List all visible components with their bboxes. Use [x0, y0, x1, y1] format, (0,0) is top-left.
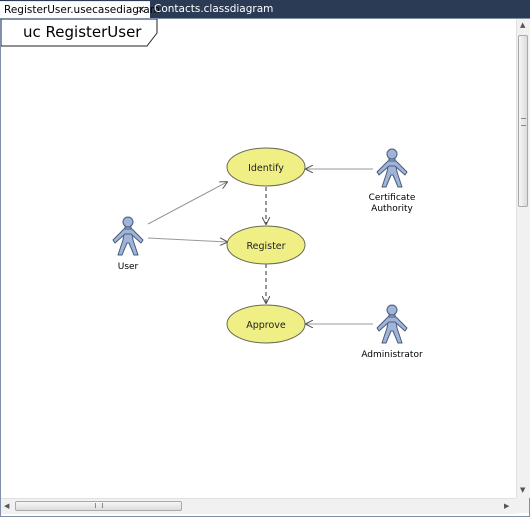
actor-certificate-authority[interactable]: Certificate Authority: [369, 148, 416, 214]
scroll-left-arrow-icon[interactable]: ◀: [4, 502, 10, 510]
tab-registeruser-usecasediagram[interactable]: RegisterUser.usecasediagram ✕: [0, 1, 160, 19]
scroll-right-arrow-icon[interactable]: ▶: [504, 502, 510, 510]
diagram-canvas[interactable]: uc RegisterUser Identify Register Approv…: [1, 19, 515, 498]
vertical-scrollbar[interactable]: ▲ ▼: [516, 19, 530, 498]
scrollbar-corner: [516, 498, 529, 513]
actor-label: Authority: [371, 204, 413, 214]
document-tab-bar: RegisterUser.usecasediagram ✕ Contacts.c…: [0, 0, 530, 19]
use-case-register[interactable]: Register: [226, 225, 306, 265]
actor-label: User: [118, 262, 139, 272]
use-case-approve[interactable]: Approve: [226, 304, 306, 344]
actor-label: Administrator: [361, 350, 423, 360]
vertical-scroll-thumb[interactable]: [518, 35, 528, 207]
scroll-up-arrow-icon[interactable]: ▲: [520, 21, 526, 29]
tab-label: Contacts.classdiagram: [154, 3, 274, 15]
horizontal-scroll-thumb[interactable]: [15, 501, 182, 511]
actor-label: Certificate: [369, 193, 416, 203]
tab-label: RegisterUser.usecasediagram: [4, 4, 160, 16]
grip-icon: [521, 118, 526, 126]
use-case-identify[interactable]: Identify: [226, 147, 306, 187]
horizontal-scrollbar[interactable]: ◀ ▶: [1, 498, 516, 514]
stick-figure-icon: [112, 216, 144, 256]
stick-figure-icon: [376, 304, 408, 344]
scroll-down-arrow-icon[interactable]: ▼: [520, 486, 526, 494]
stick-figure-icon: [376, 148, 408, 188]
use-case-label: Approve: [246, 320, 286, 331]
actor-administrator[interactable]: Administrator: [361, 304, 423, 360]
diagram-title: uc RegisterUser: [23, 23, 142, 41]
association-user-identify[interactable]: [147, 182, 227, 225]
use-case-label: Identify: [248, 163, 284, 174]
close-icon[interactable]: ✕: [137, 5, 146, 16]
association-user-register[interactable]: [147, 237, 227, 242]
diagram-frame-title: [1, 19, 158, 47]
tab-contacts-classdiagram[interactable]: Contacts.classdiagram: [153, 1, 273, 18]
actor-user[interactable]: User: [112, 216, 144, 272]
grip-icon: [95, 503, 103, 508]
use-case-diagram: Identify Register Approve User: [112, 147, 423, 360]
use-case-label: Register: [246, 241, 285, 252]
